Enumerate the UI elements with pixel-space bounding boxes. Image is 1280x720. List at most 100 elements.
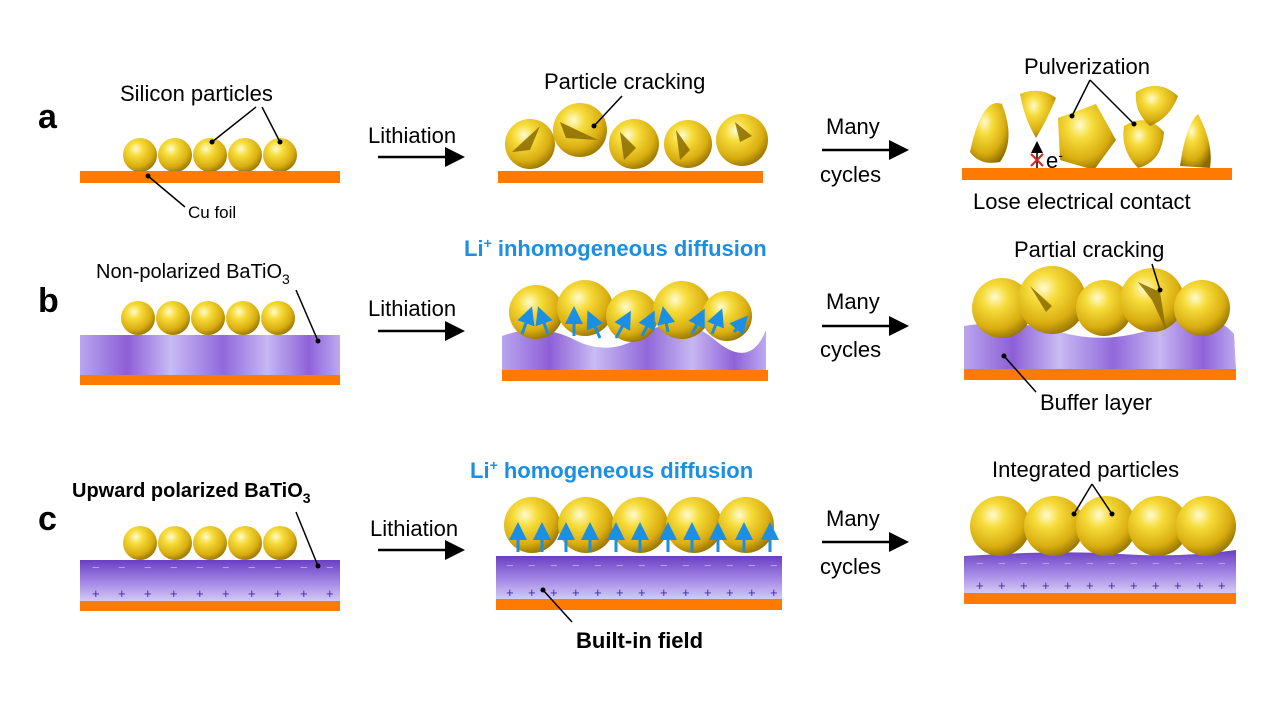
- silicon-particle: [718, 497, 774, 553]
- particle-fragment: [1058, 104, 1116, 170]
- negative-charge: −: [170, 560, 178, 575]
- negative-charge: −: [1020, 556, 1028, 571]
- pulverized-fragments: [970, 85, 1211, 170]
- row-b: Non-polarized BaTiO3 Lithiation Li+ inho…: [80, 235, 1236, 415]
- silicon-particle: [557, 280, 613, 336]
- positive-charge: +: [326, 586, 334, 601]
- upward-polarized-batio3-label: Upward polarized BaTiO3: [72, 480, 311, 506]
- negative-charge: −: [1108, 556, 1116, 571]
- positive-charge: +: [616, 585, 624, 600]
- silicon-particle: [1128, 496, 1188, 556]
- negative-charge: −: [748, 558, 756, 573]
- lose-contact-label: Lose electrical contact: [973, 189, 1191, 214]
- negative-charge: −: [274, 560, 282, 575]
- polarized-batio3-layer: [496, 556, 782, 600]
- silicon-particle: [504, 497, 560, 553]
- silicon-particle: [263, 526, 297, 560]
- negative-charge: −: [144, 560, 152, 575]
- inhomogeneous-diffusion-title: Li+ inhomogeneous diffusion: [464, 235, 767, 261]
- positive-charge: +: [1042, 578, 1050, 593]
- row-c: −+−+−+−+−+−+−+−+−+−+ Upward polarized Ba…: [72, 457, 1236, 653]
- positive-charge: +: [1152, 578, 1160, 593]
- silicon-particle: [228, 526, 262, 560]
- positive-charge: +: [1196, 578, 1204, 593]
- particle-fragment: [1135, 85, 1178, 126]
- negative-charge: −: [704, 558, 712, 573]
- non-polarized-batio3-label: Non-polarized BaTiO3: [96, 261, 290, 287]
- negative-charge: −: [976, 556, 984, 571]
- cu-foil-layer: [80, 375, 340, 385]
- li-flux-arrow: [535, 306, 553, 335]
- cycles-label-a: cycles: [820, 162, 881, 187]
- batio3-layer-wavy: [502, 323, 766, 371]
- negative-charge: −: [1086, 556, 1094, 571]
- cu-foil-layer: [80, 601, 340, 611]
- buffer-layer-label: Buffer layer: [1040, 390, 1152, 415]
- negative-charge: −: [682, 558, 690, 573]
- positive-charge: +: [1064, 578, 1072, 593]
- silicon-particle: [123, 526, 157, 560]
- particle-fragment: [1020, 90, 1056, 138]
- crack: [1138, 282, 1166, 330]
- negative-charge: −: [638, 558, 646, 573]
- negative-charge: −: [118, 560, 126, 575]
- polarization-charges: −+−+−+−+−+−+−+−+−+−+−+−+: [976, 556, 1226, 593]
- silicon-particle: [123, 138, 157, 172]
- li-flux-arrow: [638, 310, 655, 337]
- cycles-label-c: cycles: [820, 554, 881, 579]
- cu-foil-layer: [80, 171, 340, 183]
- particle-cracking-label: Particle cracking: [544, 69, 705, 94]
- silicon-particle: [609, 119, 659, 169]
- silicon-particle: [509, 285, 563, 339]
- positive-charge: +: [1020, 578, 1028, 593]
- many-label-b: Many: [826, 289, 880, 314]
- leader-line: [1089, 79, 1135, 125]
- li-flux-arrow: [729, 315, 748, 335]
- particle-fragment: [1180, 114, 1211, 168]
- lithiated-particles-row-b: [509, 280, 752, 342]
- negative-charge: −: [998, 556, 1006, 571]
- positive-charge: +: [528, 585, 536, 600]
- row-label-c: c: [38, 500, 57, 538]
- silicon-particles-row-c: [123, 526, 297, 560]
- li-flux-arrow: [707, 308, 724, 335]
- silicon-particle: [261, 301, 295, 335]
- leader-line: [1091, 483, 1113, 515]
- cu-foil-layer: [964, 593, 1236, 604]
- leader-line: [542, 589, 573, 623]
- silicon-particle: [970, 496, 1030, 556]
- leader-line: [295, 289, 319, 342]
- crack: [512, 126, 540, 152]
- positive-charge: +: [248, 586, 256, 601]
- negative-charge: −: [770, 558, 778, 573]
- inhomogeneous-li-flux-arrows: [517, 306, 748, 339]
- positive-charge: +: [506, 585, 514, 600]
- positive-charge: +: [550, 585, 558, 600]
- cu-foil-layer: [498, 171, 763, 183]
- negative-charge: −: [550, 558, 558, 573]
- negative-charge: −: [196, 560, 204, 575]
- positive-charge: +: [748, 585, 756, 600]
- positive-charge: +: [704, 585, 712, 600]
- built-in-field-label: Built-in field: [576, 628, 703, 653]
- homogeneous-diffusion-title: Li+ homogeneous diffusion: [470, 457, 753, 483]
- leader-line: [295, 511, 319, 567]
- silicon-particle: [1174, 280, 1230, 336]
- positive-charge: +: [300, 586, 308, 601]
- polarization-charges: −+−+−+−+−+−+−+−+−+−+: [92, 560, 334, 601]
- li-flux-arrow: [586, 310, 604, 339]
- crack: [560, 122, 598, 140]
- row-label-b: b: [38, 282, 59, 320]
- silicon-particle: [193, 526, 227, 560]
- crack: [620, 132, 636, 160]
- silicon-particles-label: Silicon particles: [120, 81, 273, 106]
- polarized-batio3-layer: [964, 550, 1236, 594]
- positive-charge: +: [594, 585, 602, 600]
- negative-charge: −: [1152, 556, 1160, 571]
- cu-foil-layer: [502, 370, 768, 381]
- leader-line: [1003, 355, 1037, 393]
- lithiation-label-b: Lithiation: [368, 296, 456, 321]
- negative-charge: −: [1130, 556, 1138, 571]
- crack: [1030, 286, 1052, 312]
- leader-line: [1073, 483, 1093, 515]
